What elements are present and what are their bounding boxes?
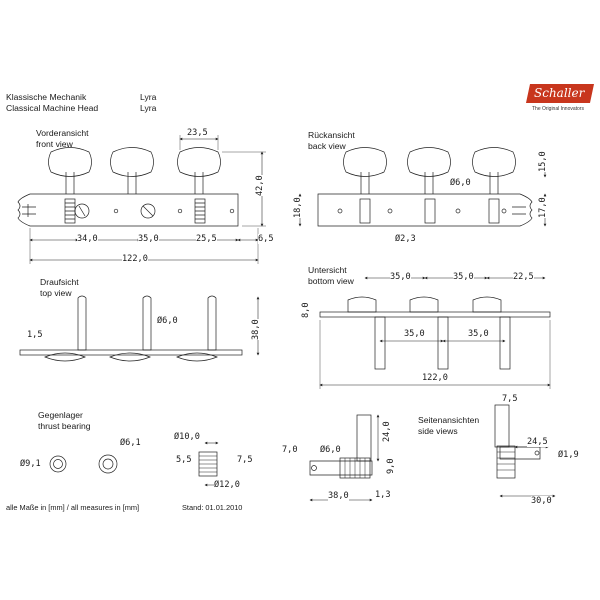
dim-side2-top: 7,5 bbox=[502, 394, 518, 404]
dim-thrust-h2: 7,5 bbox=[237, 455, 253, 465]
bottom-view-label-de: Untersicht bbox=[308, 265, 347, 275]
dim-side2-width: 24,5 bbox=[527, 437, 548, 447]
dim-side2-hole: Ø1,9 bbox=[558, 450, 579, 460]
dim-front-height: 42,0 bbox=[255, 175, 265, 196]
thrust-bearing-drawing bbox=[49, 451, 218, 477]
dim-bottom-s4: 35,0 bbox=[404, 329, 425, 339]
back-plate bbox=[317, 193, 533, 227]
dim-thrust-inner: Ø6,1 bbox=[120, 438, 141, 448]
dim-side1-height: 24,0 bbox=[382, 421, 392, 442]
top-view-label-de: Draufsicht bbox=[40, 277, 79, 287]
thrust-bearing-label-de: Gegenlager bbox=[38, 410, 83, 420]
dim-side1-shaft: Ø6,0 bbox=[320, 445, 341, 455]
top-view-drawing bbox=[19, 295, 243, 362]
dim-front-d1: 34,0 bbox=[77, 234, 98, 244]
front-plate bbox=[17, 193, 239, 227]
side-views-drawing bbox=[309, 404, 541, 479]
front-view-label-en: front view bbox=[36, 139, 73, 149]
bottom-view-drawing bbox=[319, 296, 551, 370]
thrust-bearing-label-en: thrust bearing bbox=[38, 421, 91, 431]
dim-bottom-edge: 8,0 bbox=[301, 302, 311, 318]
footer-date: Stand: 01.01.2010 bbox=[182, 503, 243, 512]
dim-side1-length: 38,0 bbox=[328, 491, 349, 501]
bottom-view-label-en: bottom view bbox=[308, 276, 354, 286]
front-knob-2 bbox=[110, 147, 154, 177]
dim-thrust-top: Ø10,0 bbox=[174, 432, 200, 442]
dimension-lines bbox=[29, 137, 556, 502]
front-view-label-de: Vorderansicht bbox=[36, 128, 89, 138]
front-knob-3 bbox=[177, 147, 221, 177]
dim-bottom-s1: 35,0 bbox=[390, 272, 411, 282]
dim-thrust-bottom: Ø12,0 bbox=[214, 480, 240, 490]
dim-front-d3: 25,5 bbox=[196, 234, 217, 244]
dim-top-thickness: 1,5 bbox=[27, 330, 43, 340]
dim-front-total: 122,0 bbox=[122, 254, 148, 264]
footer-measures: alle Maße in [mm] / all measures in [mm] bbox=[6, 503, 140, 512]
dim-side1-d1: 7,0 bbox=[282, 445, 298, 455]
back-view-label-de: Rückansicht bbox=[308, 130, 355, 140]
back-view-label-en: back view bbox=[308, 141, 346, 151]
dim-front-knob-width: 23,5 bbox=[187, 128, 208, 138]
side-views-label-de: Seitenansichten bbox=[418, 415, 480, 425]
dim-side1-width: 9,0 bbox=[386, 458, 396, 474]
dim-side2-length: 30,0 bbox=[531, 496, 552, 506]
model-label: Lyra bbox=[140, 92, 157, 102]
front-knob-1 bbox=[48, 147, 92, 177]
side-views-label-en: side views bbox=[418, 426, 458, 436]
dim-back-knob-height: 15,0 bbox=[538, 151, 548, 172]
dim-top-shaft: Ø6,0 bbox=[157, 316, 178, 326]
dim-bottom-s5: 35,0 bbox=[468, 329, 489, 339]
dim-back-h2: 17,0 bbox=[538, 197, 548, 218]
dim-bottom-total: 122,0 bbox=[422, 373, 448, 383]
dim-thrust-h1: 5,5 bbox=[176, 455, 192, 465]
dim-bottom-s2: 35,0 bbox=[453, 272, 474, 282]
dim-bottom-s3: 22,5 bbox=[513, 272, 534, 282]
dim-back-h1: 18,0 bbox=[293, 197, 303, 218]
front-view-drawing bbox=[17, 147, 239, 227]
extension-lines bbox=[29, 135, 551, 389]
title-de: Klassische Mechanik bbox=[6, 92, 87, 102]
dim-side1-plate: 1,3 bbox=[375, 490, 391, 500]
dim-thrust-outer: Ø9,1 bbox=[20, 459, 41, 469]
top-view-label-en: top view bbox=[40, 288, 72, 298]
dim-back-shaft: Ø6,0 bbox=[450, 178, 471, 188]
dim-front-d4: 6,5 bbox=[258, 234, 274, 244]
back-view-drawing bbox=[317, 147, 533, 227]
model-label-en: Lyra bbox=[140, 103, 157, 113]
dim-front-d2: 35,0 bbox=[138, 234, 159, 244]
dim-top-height: 38,0 bbox=[251, 319, 261, 340]
title-en: Classical Machine Head bbox=[6, 103, 99, 113]
dim-back-hole: Ø2,3 bbox=[395, 234, 416, 244]
schaller-logo: Schaller The Original Innovators bbox=[525, 84, 596, 112]
